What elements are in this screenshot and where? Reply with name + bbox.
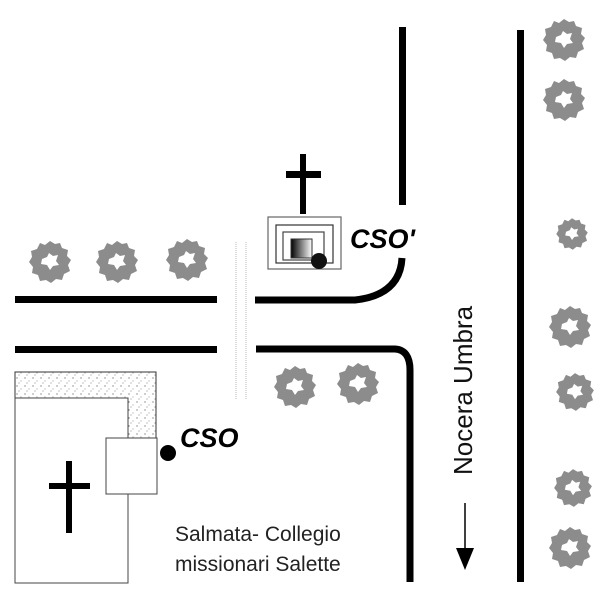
road-left-lower xyxy=(15,346,217,353)
tree-icon xyxy=(166,239,208,281)
collegio-complex xyxy=(14,371,176,584)
caption-line-2: missionari Salette xyxy=(175,553,341,576)
caption-line-1: Salmata- Collegio xyxy=(175,523,341,546)
road-north xyxy=(399,27,406,205)
chapel-cso-prime xyxy=(267,154,342,270)
arrow-down-icon xyxy=(456,503,474,570)
road-left-upper xyxy=(15,296,217,303)
tree-icon xyxy=(556,373,594,411)
tree-icon xyxy=(549,527,591,569)
tree-icon xyxy=(543,19,585,61)
road-far-right xyxy=(517,30,524,582)
label-cso: CSO xyxy=(180,423,239,453)
roads xyxy=(15,27,524,582)
dot-marker xyxy=(160,445,176,461)
cross-icon xyxy=(286,154,321,214)
dot-marker xyxy=(311,253,327,269)
tree-icon xyxy=(543,79,585,121)
tree-icon xyxy=(554,469,592,507)
tree-icon xyxy=(337,363,379,405)
tree-icon xyxy=(96,241,138,283)
road-right-lower xyxy=(256,345,414,582)
tree-icon xyxy=(274,366,316,408)
tree-icon xyxy=(549,306,591,348)
road-right-upper xyxy=(255,257,406,304)
cross-icon xyxy=(49,461,90,533)
road-name-label: Nocera Umbra xyxy=(448,305,478,475)
label-cso-prime: CSO' xyxy=(350,224,417,254)
tree-icon xyxy=(29,241,71,283)
tree-icon xyxy=(556,218,588,250)
